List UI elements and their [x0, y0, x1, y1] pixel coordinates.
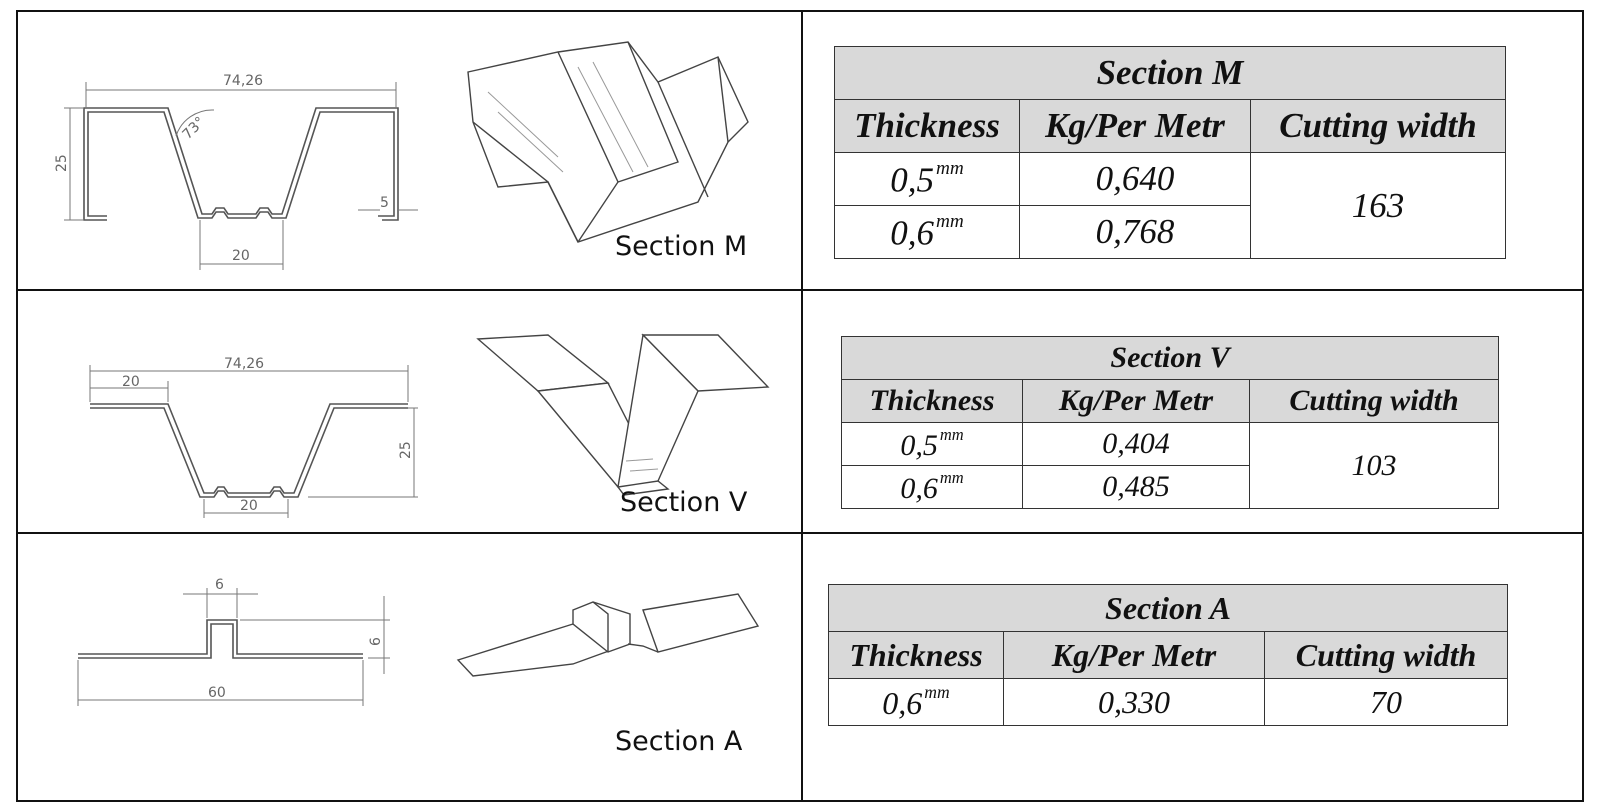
column-divider [801, 12, 803, 800]
section-v-dim-flange: 20 [122, 374, 140, 390]
section-m-profile-svg: 74,26 25 73° 5 20 [54, 41, 749, 270]
section-a-isometric [456, 593, 760, 677]
section-m-profile [83, 107, 399, 221]
section-v-profile [90, 403, 408, 498]
section-a-col-weight: Kg/Per Metr [1003, 631, 1265, 679]
section-a-table-title: Section A [828, 584, 1508, 632]
section-v-cutting-width: 103 [1249, 422, 1499, 509]
section-a-dim-width: 60 [208, 685, 226, 701]
section-a-drawing: 6 6 60 Section A [18, 534, 801, 800]
section-m-row: 74,26 25 73° 5 20 Section M Section M [18, 12, 1582, 291]
section-v-label: Section V [620, 487, 748, 518]
section-v-dim-height: 25 [398, 441, 414, 459]
section-m-isometric [467, 41, 749, 243]
section-m-dim-bottom: 20 [232, 248, 250, 264]
figure-frame: 74,26 25 73° 5 20 Section M Section M [16, 10, 1584, 802]
section-m-col-thickness: Thickness [834, 99, 1020, 153]
section-m-table-title: Section M [834, 46, 1506, 100]
section-v-dim-width: 74,26 [224, 356, 264, 372]
section-a-label: Section A [615, 726, 743, 757]
section-m-dim-width: 74,26 [223, 73, 263, 89]
section-a-cutting-width: 70 [1264, 678, 1508, 726]
section-v-col-thickness: Thickness [841, 379, 1023, 423]
section-a-row: 6 6 60 Section A Section A Thickness Kg/… [18, 534, 1582, 800]
section-m-cutting-width: 163 [1250, 152, 1506, 259]
section-a-col-cutting: Cutting width [1264, 631, 1508, 679]
section-m-table: Section M Thickness Kg/Per Metr Cutting … [834, 46, 1506, 259]
section-m-label: Section M [615, 231, 748, 262]
section-m-col-cutting: Cutting width [1250, 99, 1506, 153]
section-a-profile-svg: 6 6 60 [77, 577, 760, 706]
section-v-table-title: Section V [841, 336, 1499, 380]
section-v-row2-weight: 0,485 [1022, 465, 1250, 509]
section-m-row1-weight: 0,640 [1019, 152, 1251, 206]
section-v-col-weight: Kg/Per Metr [1022, 379, 1250, 423]
section-v-dim-lines [89, 365, 418, 518]
section-a-dim-height: 6 [368, 637, 384, 646]
section-m-col-weight: Kg/Per Metr [1019, 99, 1251, 153]
section-m-dim-lip: 5 [380, 195, 389, 211]
section-v-isometric [476, 333, 770, 496]
section-a-col-thickness: Thickness [828, 631, 1004, 679]
section-m-row2-weight: 0,768 [1019, 205, 1251, 259]
section-v-table: Section V Thickness Kg/Per Metr Cutting … [841, 336, 1499, 509]
section-m-dim-height: 25 [54, 154, 70, 172]
section-a-dim-lines [77, 588, 390, 706]
section-a-table: Section A Thickness Kg/Per Metr Cutting … [828, 584, 1508, 726]
section-m-drawing: 74,26 25 73° 5 20 Section M [18, 12, 801, 289]
section-m-dim-lines [64, 82, 418, 270]
section-v-row1-weight: 0,404 [1022, 422, 1250, 466]
section-a-row1-weight: 0,330 [1003, 678, 1265, 726]
section-v-dim-bottom: 20 [240, 498, 258, 514]
section-v-drawing: 74,26 20 25 20 Section V [18, 291, 801, 532]
section-v-profile-svg: 74,26 20 25 20 [89, 333, 770, 518]
section-v-row: 74,26 20 25 20 Section V Section V Thick… [18, 291, 1582, 534]
section-v-col-cutting: Cutting width [1249, 379, 1499, 423]
section-a-profile [78, 619, 363, 659]
section-a-dim-top: 6 [215, 577, 224, 593]
section-m-dim-angle: 73° [180, 114, 209, 143]
